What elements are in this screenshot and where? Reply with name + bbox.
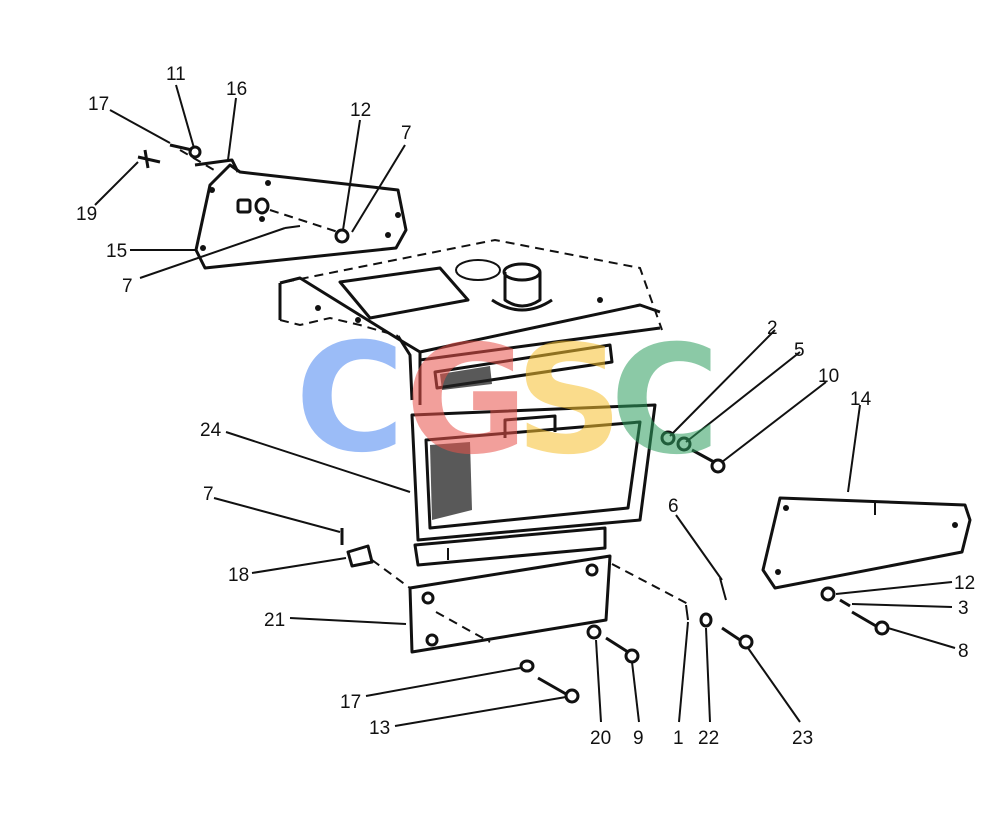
access-door (410, 403, 657, 567)
callout-label: 3 (958, 598, 969, 619)
callout-label: 12 (350, 100, 371, 121)
watermark-letter-s: S (515, 314, 623, 488)
callout-label: 24 (200, 420, 222, 441)
bolt-23 (721, 626, 741, 642)
bolt-13 (537, 676, 567, 696)
watermark: C G S C (295, 312, 720, 488)
callout-label: 17 (88, 94, 109, 115)
callout-label: 17 (340, 692, 361, 713)
wing-bolt-19 (137, 149, 161, 169)
housing-round-opening (455, 259, 501, 281)
lower-panel (340, 528, 612, 654)
callout-label: 7 (401, 123, 412, 144)
callout-label: 20 (590, 728, 611, 749)
callout-label: 10 (818, 366, 839, 387)
watermark-letter-c2: C (610, 314, 720, 488)
leader-lines (94, 84, 956, 727)
callout-labels: 11 16 17 12 7 19 15 7 2 5 10 14 24 7 6 1… (76, 64, 975, 749)
nut-20 (586, 624, 602, 640)
washer-2 (660, 430, 676, 446)
callout-label: 8 (958, 641, 969, 662)
lower-fasteners (519, 563, 754, 704)
callout-label: 21 (264, 610, 285, 631)
screw-17-upper (169, 143, 193, 152)
callout-label: 11 (166, 64, 186, 85)
callout-label: 9 (633, 728, 644, 749)
watermark-letter-c1: C (295, 312, 405, 486)
lockwasher-3 (839, 598, 851, 608)
callout-label: 2 (767, 318, 778, 339)
bolt-10 (691, 448, 715, 464)
spring-6 (719, 577, 727, 601)
left-side-panel (137, 143, 408, 270)
pin-1 (685, 604, 689, 621)
clip-18 (346, 544, 374, 568)
washer-12-upper (334, 228, 350, 244)
housing-vent-window (338, 266, 470, 320)
callout-label: 6 (668, 496, 679, 517)
engine-housing (278, 238, 663, 405)
callout-label: 16 (226, 79, 247, 100)
right-fasteners (660, 430, 726, 474)
callout-label: 14 (850, 389, 872, 410)
callout-label: 7 (203, 484, 214, 505)
callout-label: 15 (106, 241, 127, 262)
washer-22 (699, 612, 713, 628)
callout-label: 23 (792, 728, 813, 749)
panel-latch-slot (236, 198, 252, 214)
bolt-8 (851, 610, 877, 628)
bolt-9 (605, 636, 629, 654)
housing-front-grille (433, 343, 614, 390)
callout-label: 5 (794, 340, 805, 361)
callout-label: 1 (673, 728, 684, 749)
callout-label: 13 (369, 718, 390, 739)
door-handle (503, 414, 557, 438)
callout-label: 22 (698, 728, 719, 749)
washer-17-lower (519, 659, 535, 673)
callout-label: 7 (122, 276, 133, 297)
exhaust-stack (503, 272, 542, 308)
watermark-letter-g: G (405, 314, 528, 488)
right-side-panel (761, 496, 972, 636)
callout-label: 12 (954, 573, 975, 594)
callout-label: 19 (76, 204, 97, 225)
callout-label: 18 (228, 565, 249, 586)
washer-12-right (820, 586, 836, 602)
nut-5 (676, 436, 692, 452)
